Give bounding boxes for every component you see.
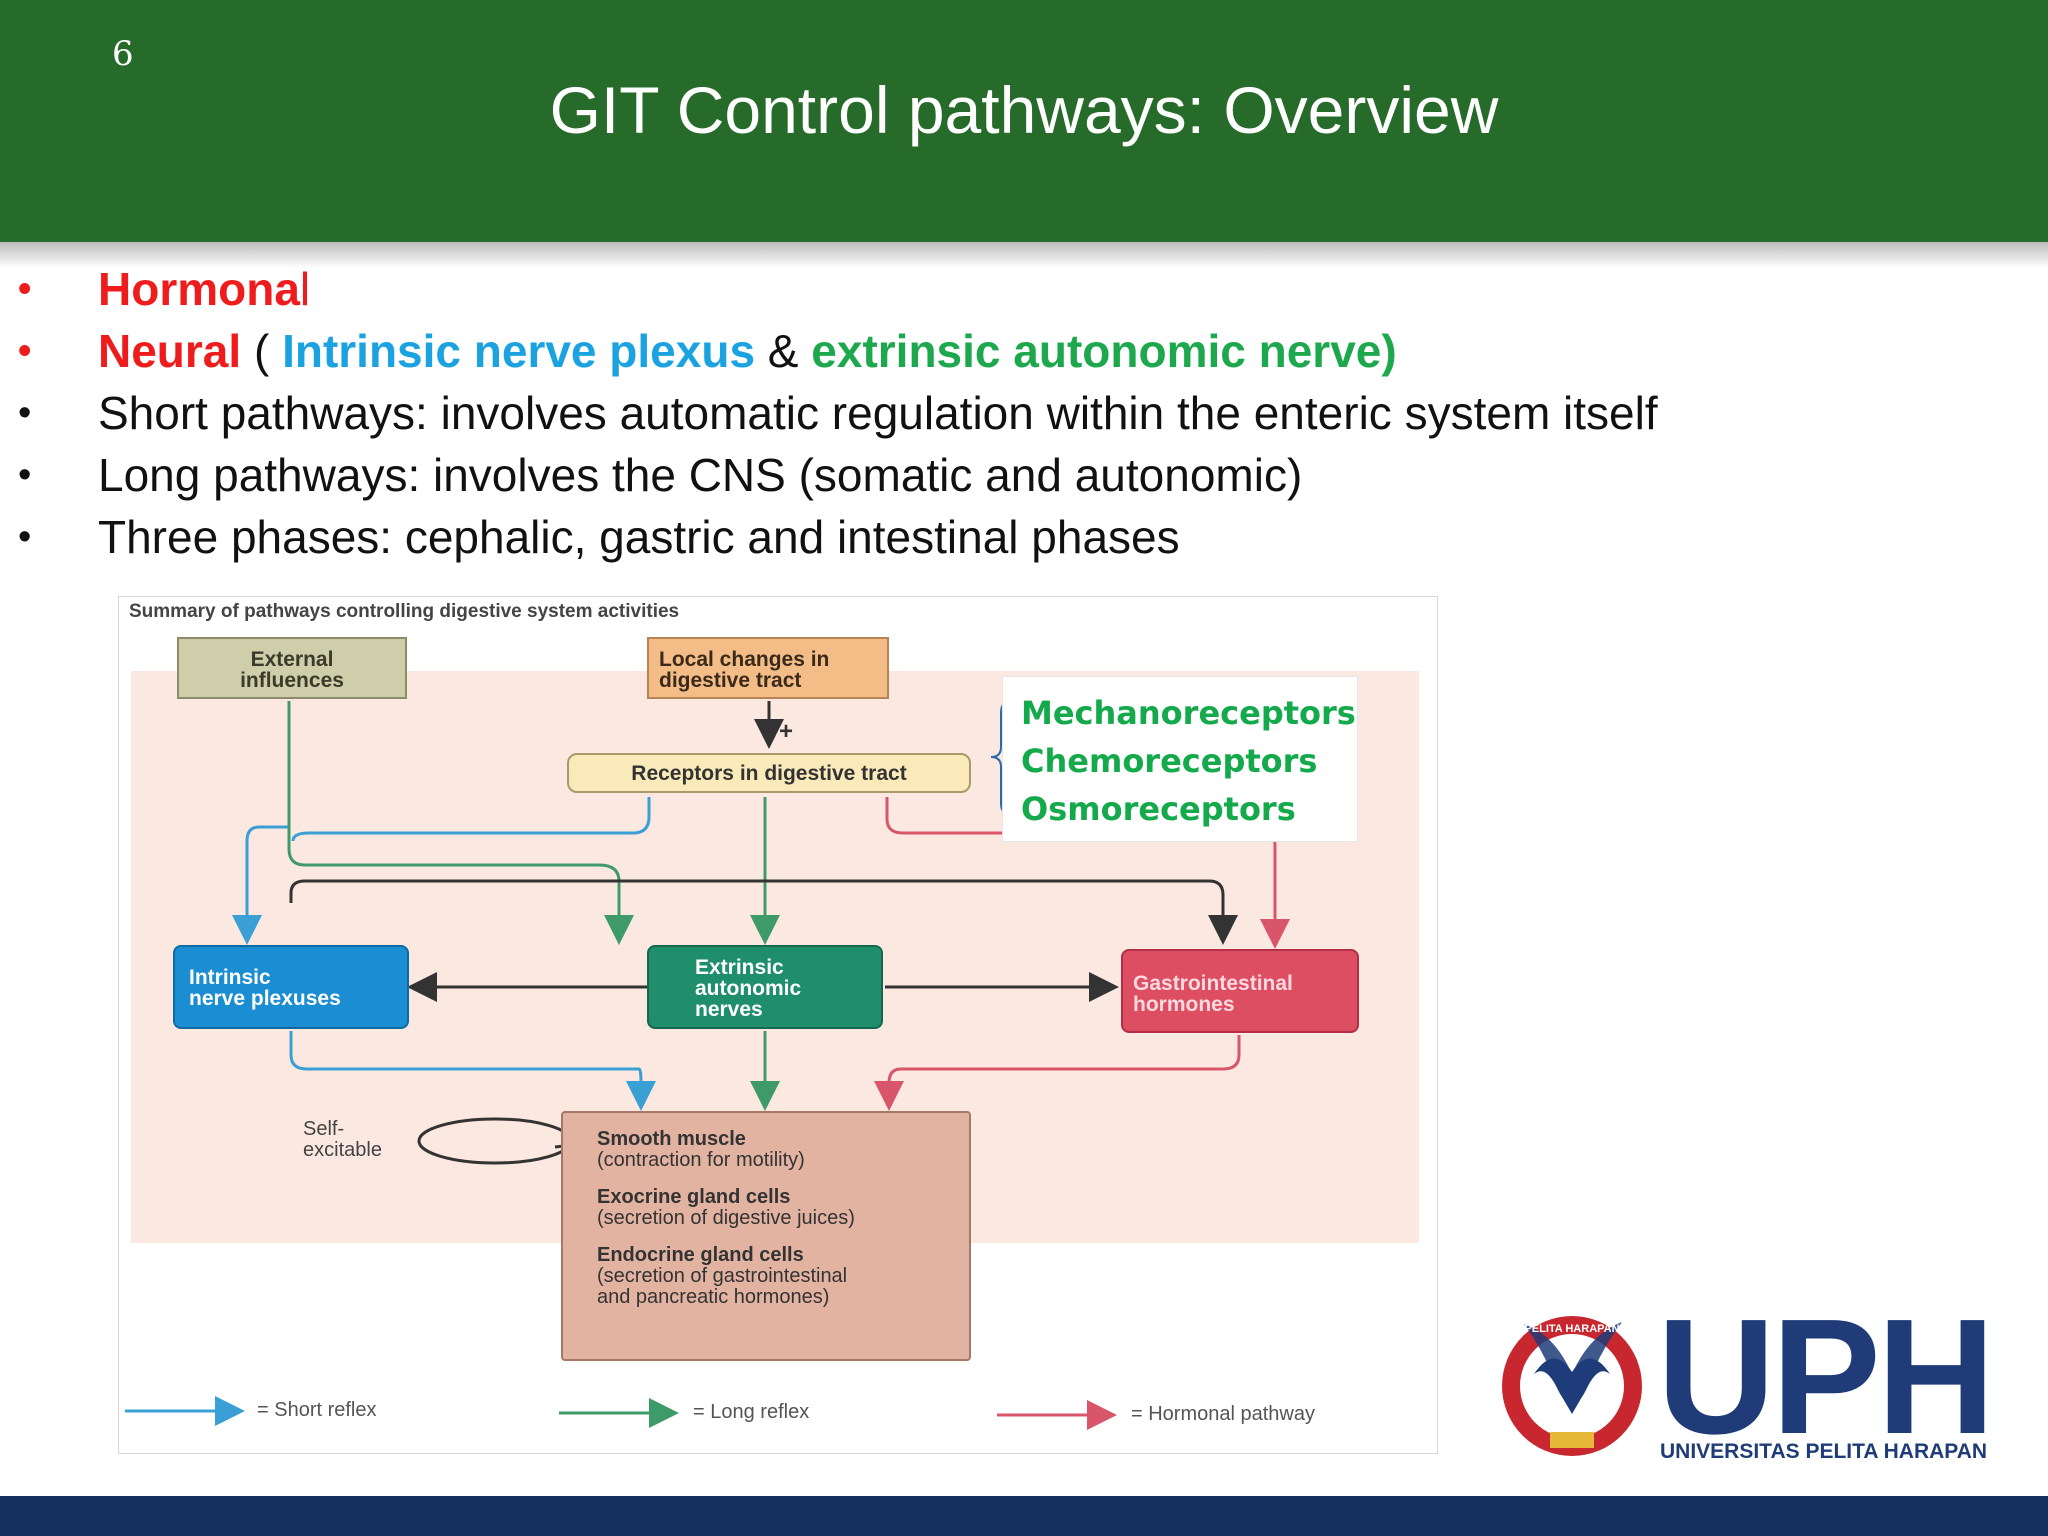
neural-label: Neural <box>98 325 242 377</box>
effector-note: (secretion of digestive juices) <box>597 1207 855 1229</box>
bullet-text: Long pathways: involves the CNS (somatic… <box>98 449 1303 501</box>
effector-heading: Endocrine gland cells <box>597 1244 804 1266</box>
box-label: Extrinsic <box>695 956 784 979</box>
legend-hormonal-pathway: = Hormonal pathway <box>1131 1403 1315 1425</box>
label-line: Self- <box>303 1118 345 1140</box>
neural-paren: ( <box>241 325 283 377</box>
hormonal-label-tail: l <box>299 263 311 315</box>
logo-wordmark: UPH <box>1657 1285 1995 1468</box>
bullet-marker: • <box>18 330 32 372</box>
pathway-arrows <box>125 700 1290 1430</box>
box-label: External <box>250 648 334 671</box>
box-label: hormones <box>1133 993 1235 1016</box>
self-excitable-label: Self- excitable <box>303 1119 382 1161</box>
box-label: Local changes in <box>659 648 830 671</box>
receptors-to-plexus-arrow <box>291 797 651 842</box>
cns-to-hormones-arrow <box>289 879 1238 945</box>
bullet-short-pathways: • Short pathways: involves automatic reg… <box>18 382 1658 444</box>
effector-note: (secretion of gastrointestinal <box>597 1265 848 1287</box>
box-label: Intrinsic <box>189 966 271 989</box>
receptor-types-callout: Mechanoreceptors Chemoreceptors Osmorece… <box>1002 676 1358 842</box>
legend-short-reflex: = Short reflex <box>257 1399 377 1421</box>
slide-number: 6 <box>112 34 134 74</box>
logo-subtitle: UNIVERSITAS PELITA HARAPAN <box>1660 1440 1988 1463</box>
box-label: nerve plexuses <box>189 987 341 1010</box>
external-to-plexus-arrow <box>232 701 291 945</box>
plexus-to-effectors-arrow <box>289 1031 656 1111</box>
uph-logo: PELITA HARAPAN UPH UNIVERSITAS PELITA HA… <box>1494 1294 2008 1472</box>
local-changes-box: Local changes in digestive tract <box>647 637 889 699</box>
box-label: digestive tract <box>659 669 802 692</box>
effector-heading: Smooth muscle <box>597 1128 746 1150</box>
effector-cells-box: Smooth muscle (contraction for motility)… <box>561 1111 971 1361</box>
ampersand: & <box>755 325 812 377</box>
label-line: excitable <box>303 1139 382 1161</box>
hormones-to-effectors-arrow <box>874 1035 1241 1111</box>
receptors-box: Receptors in digestive tract <box>567 753 971 793</box>
box-label: Gastrointestinal <box>1133 972 1293 995</box>
extrinsic-nerves-box: Extrinsic autonomic nerves <box>647 945 883 1029</box>
bullet-marker: • <box>18 268 32 310</box>
mechanoreceptors-label: Mechanoreceptors <box>1021 694 1356 732</box>
bullet-list: • Hormonal • Neural ( Intrinsic nerve pl… <box>18 258 1658 568</box>
plus-sign: + <box>779 718 794 745</box>
extrinsic-label: extrinsic autonomic nerve) <box>811 325 1397 377</box>
effector-note: (contraction for motility) <box>597 1149 805 1171</box>
box-label: influences <box>240 669 344 692</box>
bullet-hormonal: • Hormonal <box>18 258 1658 320</box>
self-excitable-loop <box>417 1117 573 1165</box>
seal-text: PELITA HARAPAN <box>1524 1323 1619 1335</box>
bullet-text: Three phases: cephalic, gastric and inte… <box>98 511 1180 563</box>
box-label: nerves <box>695 998 763 1021</box>
intrinsic-label: Intrinsic nerve plexus <box>282 325 756 377</box>
osmoreceptors-label: Osmoreceptors <box>1021 790 1296 828</box>
bullet-neural: • Neural ( Intrinsic nerve plexus & extr… <box>18 320 1658 382</box>
external-influences-box: External influences <box>177 637 407 699</box>
effector-heading: Exocrine gland cells <box>597 1186 791 1208</box>
box-label: autonomic <box>695 977 802 1000</box>
bullet-text: Short pathways: involves automatic regul… <box>98 387 1658 439</box>
title-banner <box>0 0 2048 242</box>
intrinsic-plexuses-box: Intrinsic nerve plexuses <box>173 945 409 1029</box>
effector-note: and pancreatic hormones) <box>597 1286 830 1308</box>
external-to-extrinsic-arrow <box>287 701 634 945</box>
slide-title: GIT Control pathways: Overview <box>549 73 1499 147</box>
hormonal-label: Hormona <box>98 263 300 315</box>
legend-long-reflex: = Long reflex <box>693 1401 810 1423</box>
chemoreceptors-label: Chemoreceptors <box>1021 742 1318 780</box>
banner-shadow <box>0 242 2048 268</box>
receptor-bracket <box>990 700 1012 816</box>
bullet-long-pathways: • Long pathways: involves the CNS (somat… <box>18 444 1658 506</box>
footer-bar <box>0 1496 2048 1536</box>
eagle-seal-icon: PELITA HARAPAN <box>1502 1316 1642 1456</box>
bullet-marker: • <box>18 392 32 434</box>
bullet-marker: • <box>18 454 32 496</box>
bullet-three-phases: • Three phases: cephalic, gastric and in… <box>18 506 1658 568</box>
diagram-title: Summary of pathways controlling digestiv… <box>129 601 680 622</box>
bullet-marker: • <box>18 516 32 558</box>
gastrointestinal-hormones-box: Gastrointestinal hormones <box>1121 949 1359 1033</box>
